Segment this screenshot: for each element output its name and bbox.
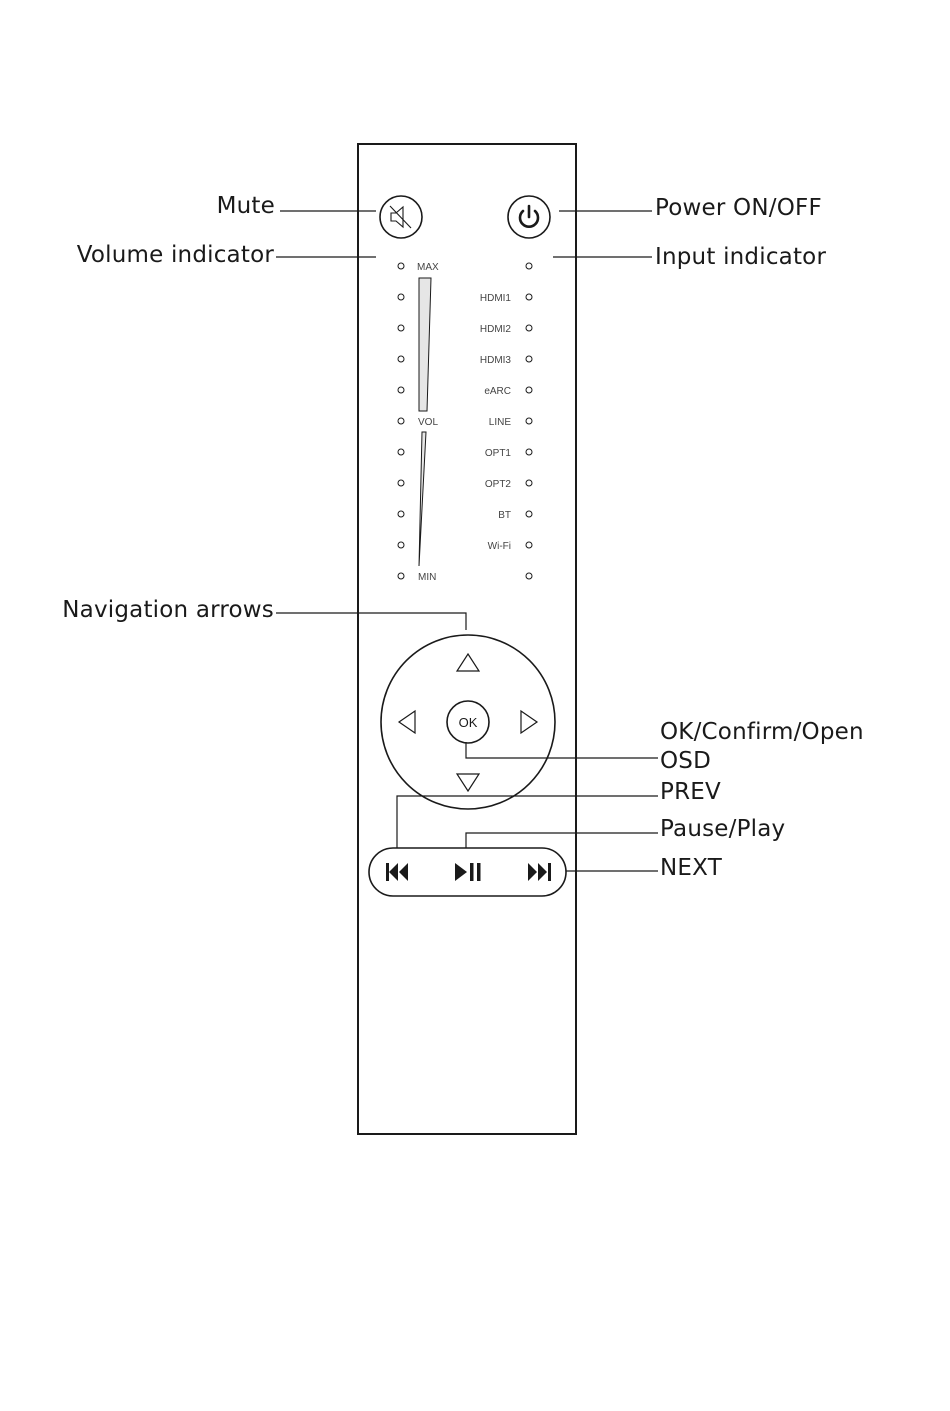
- callout-navigation-arrows: Navigation arrows: [62, 596, 274, 624]
- input-label: LINE: [489, 417, 512, 428]
- input-label: HDMI1: [480, 293, 512, 304]
- volume-led: [398, 480, 404, 486]
- volume-led: [398, 542, 404, 548]
- input-led-column: [526, 263, 532, 579]
- input-led: [526, 480, 532, 486]
- mute-button[interactable]: [380, 196, 422, 238]
- input-label: BT: [498, 510, 511, 521]
- input-led: [526, 387, 532, 393]
- volume-max-label: MAX: [417, 262, 439, 273]
- input-label: OPT1: [485, 448, 512, 459]
- callout-prev: PREV: [660, 778, 721, 806]
- ok-button-label: OK: [459, 715, 478, 730]
- volume-vol-label: VOL: [418, 417, 438, 428]
- input-label: eARC: [484, 386, 511, 397]
- input-led: [526, 356, 532, 362]
- volume-led: [398, 449, 404, 455]
- input-led: [526, 418, 532, 424]
- callout-next: NEXT: [660, 854, 722, 882]
- volume-led: [398, 263, 404, 269]
- input-label: Wi-Fi: [488, 541, 511, 552]
- callout-input-indicator: Input indicator: [655, 243, 826, 271]
- volume-ramp-lower: [419, 432, 426, 566]
- callout-ok-line2: OSD: [660, 747, 711, 775]
- input-led: [526, 325, 532, 331]
- volume-led: [398, 511, 404, 517]
- transport-bar: [369, 848, 566, 896]
- ok-button[interactable]: OK: [447, 701, 489, 743]
- input-led: [526, 511, 532, 517]
- callout-power: Power ON/OFF: [655, 194, 822, 222]
- input-label: OPT2: [485, 479, 512, 490]
- input-led: [526, 542, 532, 548]
- power-button[interactable]: [508, 196, 550, 238]
- volume-led: [398, 418, 404, 424]
- callout-ok-line1: OK/Confirm/Open: [660, 718, 864, 746]
- input-led: [526, 263, 532, 269]
- leader-pause-play: [466, 833, 658, 848]
- volume-led: [398, 387, 404, 393]
- callout-pause-play: Pause/Play: [660, 815, 785, 843]
- leader-navigation: [276, 613, 466, 630]
- navigation-pad: OK: [381, 635, 555, 809]
- input-led: [526, 573, 532, 579]
- callout-volume-indicator: Volume indicator: [77, 241, 274, 269]
- volume-led: [398, 325, 404, 331]
- volume-led-column: [398, 263, 404, 579]
- input-led: [526, 449, 532, 455]
- volume-led: [398, 573, 404, 579]
- input-led: [526, 294, 532, 300]
- volume-ramp-upper: [419, 278, 431, 411]
- volume-led: [398, 356, 404, 362]
- input-label: HDMI3: [480, 355, 512, 366]
- callout-mute: Mute: [217, 192, 275, 220]
- input-label: HDMI2: [480, 324, 512, 335]
- volume-led: [398, 294, 404, 300]
- volume-min-label: MIN: [418, 572, 436, 583]
